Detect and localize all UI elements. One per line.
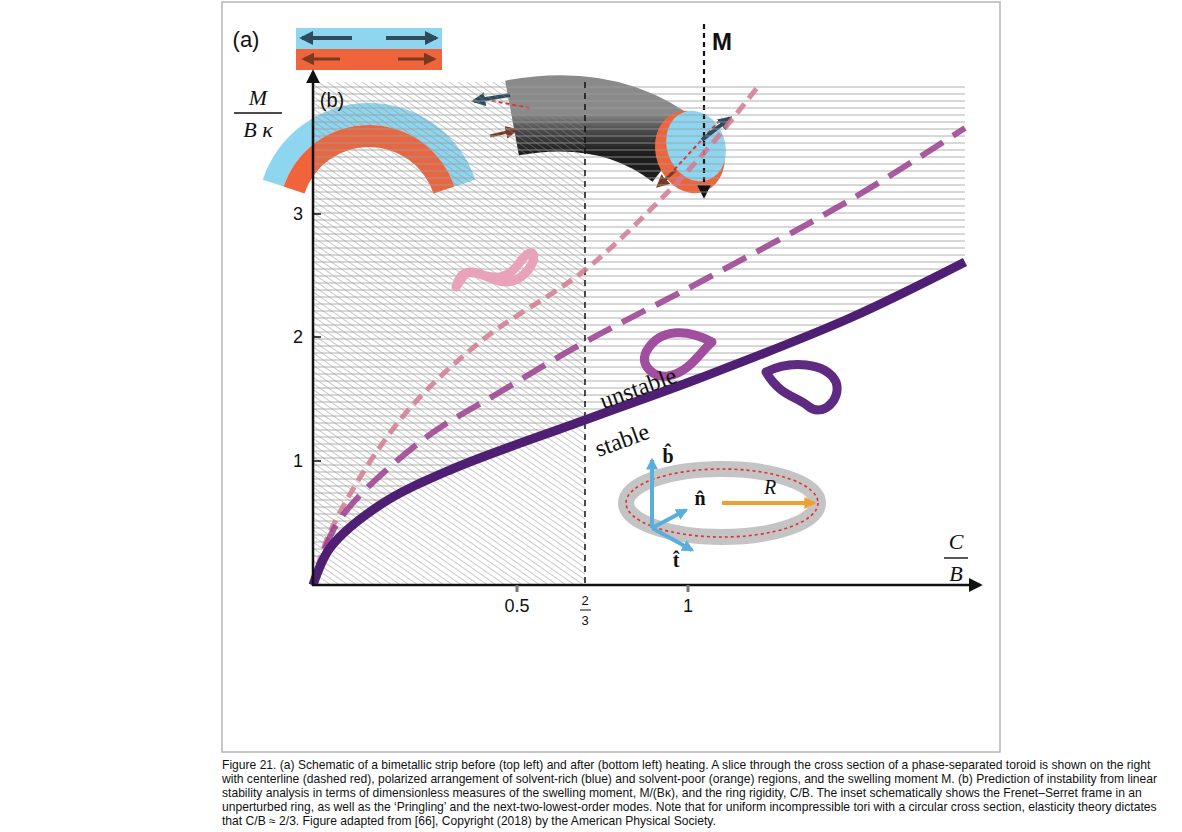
panel-b xyxy=(234,72,980,610)
vector-label: M xyxy=(712,30,732,54)
axis-label: C xyxy=(949,531,964,553)
torus-inset xyxy=(626,460,818,550)
tick-label: 0.5 xyxy=(504,597,529,615)
panel-label: (b) xyxy=(320,90,344,110)
vector-label: n̂ xyxy=(694,488,705,508)
tick-label: 3 xyxy=(581,614,588,627)
axis-label: M xyxy=(249,87,267,109)
tick-label: 3 xyxy=(293,205,303,223)
vector-label: R xyxy=(764,477,776,497)
panel-label: (a) xyxy=(233,29,260,51)
figure-frame xyxy=(222,2,1000,752)
tick-label: 1 xyxy=(293,452,303,470)
figure-caption: Figure 21. (a) Schematic of a bimetallic… xyxy=(222,758,1167,828)
region-label: stable xyxy=(592,419,653,461)
axis-label: B xyxy=(949,563,962,585)
vector-label: t̂ xyxy=(673,550,680,570)
tick-label: 2 xyxy=(581,594,588,607)
axis-label: B κ xyxy=(243,119,273,141)
vector-label: b̂ xyxy=(662,446,673,466)
tick-label: 2 xyxy=(293,328,303,346)
tick-label: 1 xyxy=(683,597,693,615)
